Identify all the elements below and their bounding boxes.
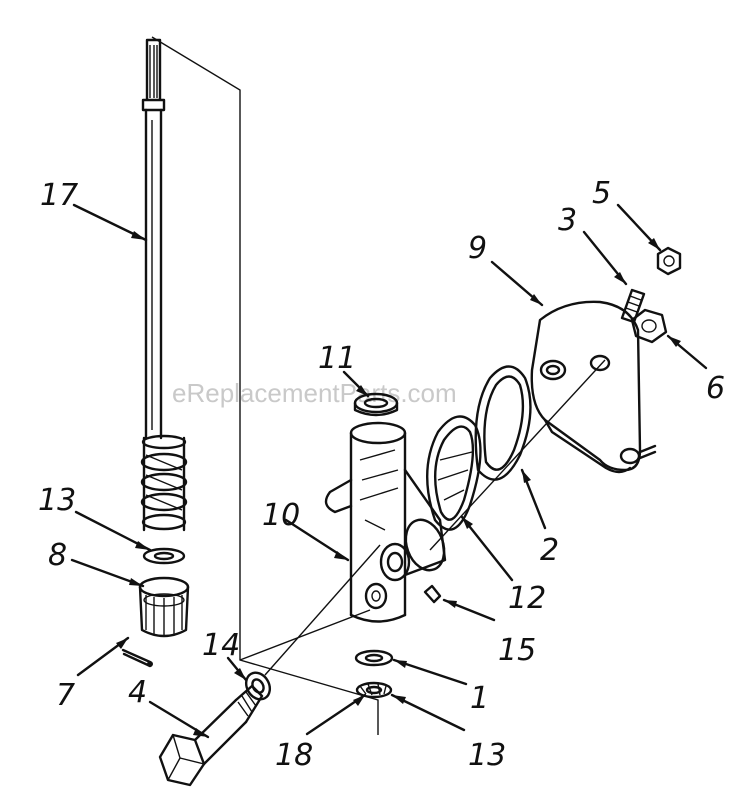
callout-8: 8 bbox=[48, 538, 67, 573]
callout-3: 3 bbox=[558, 203, 577, 238]
callout-6: 6 bbox=[706, 371, 725, 406]
callout-7: 7 bbox=[56, 678, 75, 713]
nut-5-part bbox=[656, 246, 682, 276]
alignment-lines bbox=[151, 36, 606, 735]
callout-13-upper: 13 bbox=[38, 483, 76, 518]
callout-15: 15 bbox=[498, 633, 536, 668]
watermark: eReplacementParts.com bbox=[172, 378, 457, 408]
callout-13-lower: 13 bbox=[468, 738, 506, 773]
lock-washer-part bbox=[355, 681, 393, 699]
callout-4: 4 bbox=[128, 675, 147, 710]
washer-upper-part bbox=[142, 547, 186, 565]
callout-1: 1 bbox=[470, 681, 489, 716]
cotter-pin-part bbox=[121, 648, 153, 668]
seal-part bbox=[353, 392, 399, 417]
callout-11: 11 bbox=[318, 341, 356, 376]
callout-10: 10 bbox=[262, 498, 300, 533]
stud-part bbox=[620, 288, 646, 324]
callout-labels: 17 13 8 7 4 14 18 13 1 10 11 15 12 2 9 3… bbox=[38, 176, 725, 773]
callout-17: 17 bbox=[40, 178, 78, 213]
callout-12: 12 bbox=[508, 581, 546, 616]
callout-2: 2 bbox=[540, 533, 559, 568]
bolt-part bbox=[158, 684, 264, 787]
callout-14: 14 bbox=[202, 628, 240, 663]
worm-gear-part bbox=[140, 434, 188, 532]
callout-5: 5 bbox=[592, 176, 611, 211]
callout-9: 9 bbox=[468, 231, 487, 266]
housing-part bbox=[324, 421, 447, 623]
callout-18: 18 bbox=[275, 738, 313, 773]
leader-arrows bbox=[70, 203, 708, 739]
shaft-part bbox=[141, 38, 166, 440]
cover-plate-part bbox=[530, 300, 657, 474]
washer-14-part bbox=[244, 671, 272, 701]
gasket-2-part bbox=[474, 365, 532, 481]
nut-6-part bbox=[630, 308, 668, 344]
washer-1-part bbox=[354, 649, 394, 667]
bushing-part bbox=[423, 584, 442, 604]
slotted-nut-part bbox=[138, 576, 190, 638]
